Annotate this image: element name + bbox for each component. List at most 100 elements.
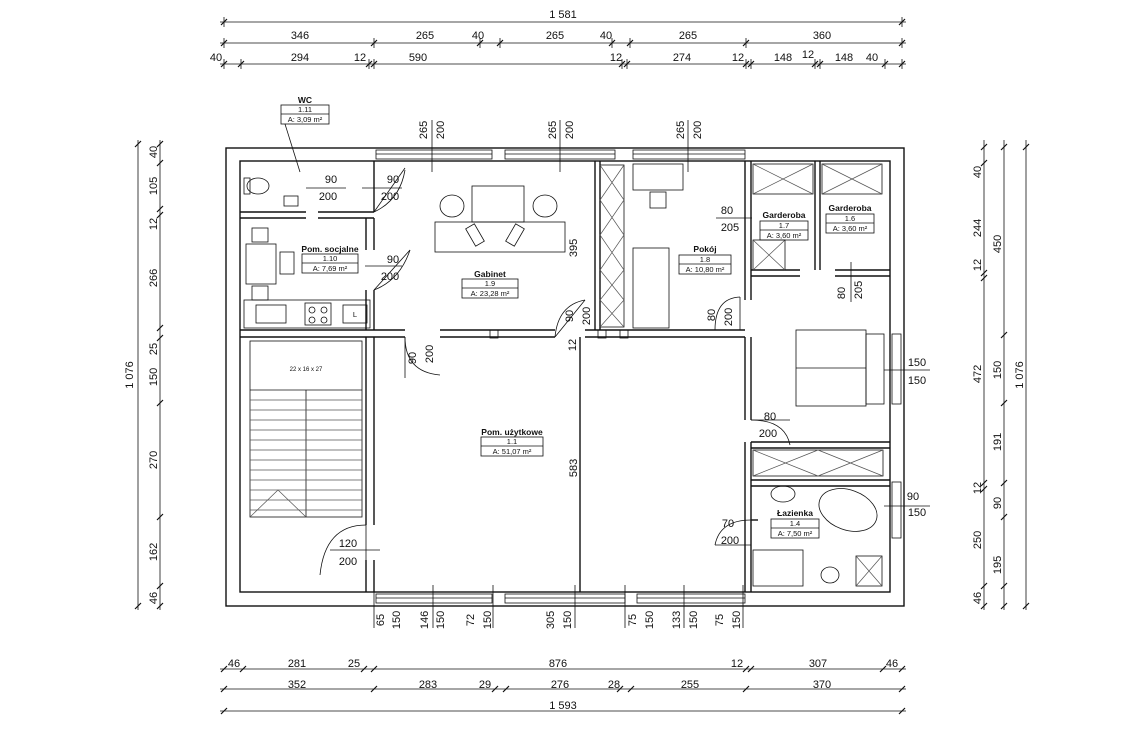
door-width: 90 [407, 352, 419, 364]
door-width: 12 [567, 339, 579, 351]
room-number: 1.10 [323, 254, 338, 263]
room-area: A: 7,69 m² [313, 264, 348, 273]
bottom-row1-dim: 46 [228, 658, 240, 670]
room-label-wardrobe-2: Garderoba 1.6 A: 3,60 m² [825, 203, 875, 234]
top-total-dim: 1 581 [549, 9, 577, 21]
room-number: 1.9 [485, 279, 495, 288]
right-col1-dim: 244 [972, 219, 984, 237]
door-height: 200 [339, 556, 357, 568]
door-height: 200 [759, 428, 777, 440]
room-number: 1.6 [845, 214, 855, 223]
window-height: 150 [908, 507, 926, 519]
top-row1-dim: 360 [813, 30, 831, 42]
furniture: L 22 x 16 x 27 [243, 163, 885, 587]
walls [225, 147, 905, 607]
right-col1-dim: 12 [972, 259, 984, 271]
opening-dim: 150 [562, 611, 574, 629]
room-number: 1.7 [779, 221, 789, 230]
bottom-row2-dim: 352 [288, 679, 306, 691]
door-height: 200 [723, 308, 735, 326]
left-seg-dim: 40 [148, 146, 160, 158]
left-seg-dim: 105 [148, 177, 160, 195]
door-height: 200 [424, 345, 436, 363]
opening-dim: 305 [545, 611, 557, 629]
right-col2-dim: 450 [992, 235, 1004, 253]
bottom-row1-dim: 46 [886, 658, 898, 670]
top-row2-dim: 40 [866, 52, 878, 64]
door-width: 120 [339, 538, 357, 550]
door-height: 200 [381, 271, 399, 283]
room-number: 1.11 [298, 105, 312, 114]
room-label-bathroom: Łazienka 1.4 A: 7,50 m² [770, 508, 820, 539]
window-height: 200 [692, 121, 704, 139]
window-width: 265 [418, 121, 430, 139]
top-row2-dim: 294 [291, 52, 309, 64]
door-width: 80 [836, 287, 848, 299]
room-label-office: Gabinet 1.9 A: 23,28 m² [461, 269, 519, 299]
room-number: 1.1 [507, 437, 517, 446]
opening-dim: 150 [644, 611, 656, 629]
room-label-wardrobe-1: Garderoba 1.7 A: 3,60 m² [759, 210, 809, 241]
window-height: 200 [564, 121, 576, 139]
opening-dim: 65 [375, 614, 387, 626]
top-row2-dim: 148 [835, 52, 853, 64]
interior-dim: 583 [568, 459, 580, 477]
room-area: A: 3,09 m² [288, 115, 323, 124]
top-row2-dim: 148 [774, 52, 792, 64]
top-row1-dim: 265 [416, 30, 434, 42]
bottom-row1-dim: 307 [809, 658, 827, 670]
opening-dim: 133 [671, 611, 683, 629]
right-total-dim: 1 076 [1014, 361, 1026, 389]
door-width: 90 [387, 254, 399, 266]
window-width: 265 [675, 121, 687, 139]
right-col1-dim: 250 [972, 531, 984, 549]
top-row2-dim: 12 [610, 52, 622, 64]
top-row1-dim: 40 [600, 30, 612, 42]
door-width: 80 [706, 309, 718, 321]
bottom-row1-dim: 12 [731, 658, 743, 670]
room-number: 1.8 [700, 255, 710, 264]
left-seg-dim: 162 [148, 543, 160, 561]
top-row1-dim: 40 [472, 30, 484, 42]
interior-dim: 395 [568, 239, 580, 257]
door-height: 205 [721, 222, 739, 234]
bottom-row2-dim: 283 [419, 679, 437, 691]
door-labels: 90 200 90 200 90 200 90 200 90 200 80 20… [306, 174, 865, 568]
right-col1-dim: 46 [972, 592, 984, 604]
right-col2-dim: 150 [992, 361, 1004, 379]
l-mark: L [353, 310, 357, 319]
room-name: Pokój [693, 244, 716, 254]
bottom-row2-dim: 255 [681, 679, 699, 691]
top-row2-dim: 590 [409, 52, 427, 64]
door-height: 205 [853, 281, 865, 299]
left-seg-dim: 12 [148, 218, 160, 230]
bottom-row1-dim: 876 [549, 658, 567, 670]
right-col2-dim: 195 [992, 556, 1004, 574]
opening-dim: 150 [435, 611, 447, 629]
right-col1-dim: 40 [972, 166, 984, 178]
room-name: Garderoba [763, 210, 806, 220]
bottom-row2-dim: 29 [479, 679, 491, 691]
bottom-row2-dim: 28 [608, 679, 620, 691]
right-col1-dim: 12 [972, 482, 984, 494]
window-width: 90 [907, 491, 919, 503]
top-window-markers: 265 200 265 200 265 200 [418, 120, 704, 172]
room-name: Gabinet [474, 269, 506, 279]
bottom-row2-dim: 370 [813, 679, 831, 691]
room-label-wc: WC 1.11 A: 3,09 m² [280, 95, 330, 173]
top-row1-dim: 346 [291, 30, 309, 42]
top-row1-dim: 265 [679, 30, 697, 42]
windows [375, 149, 902, 604]
room-name: Pom. użytkowe [481, 427, 543, 437]
door-height: 200 [581, 307, 593, 325]
room-name: Pom. socjalne [301, 244, 358, 254]
room-area: A: 7,50 m² [778, 529, 813, 538]
opening-dim: 75 [627, 614, 639, 626]
door-height: 200 [721, 535, 739, 547]
room-area: A: 23,28 m² [471, 289, 510, 298]
window-height: 150 [908, 375, 926, 387]
room-area: A: 3,60 m² [833, 224, 868, 233]
door-height: 200 [319, 191, 337, 203]
top-row2-dim: 12 [354, 52, 366, 64]
